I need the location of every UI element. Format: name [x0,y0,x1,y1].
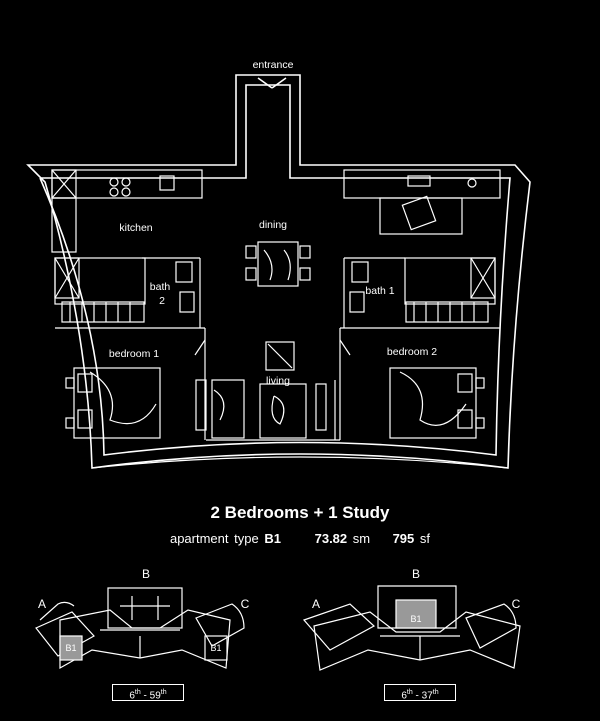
unit-details: apartment type B1 73.82 sm 795 sf [0,531,600,546]
label-living: living [266,375,290,387]
key-plan-2-floor-range: 6th - 37th [384,684,456,701]
key-plan-1-highlight-unit: B1 [65,643,76,653]
label-entrance: entrance [253,59,294,71]
key-plan-2-label-b: B [412,567,420,581]
key-plan-2-label-a: A [312,597,320,611]
bed-2 [389,367,477,439]
coffee-table [259,383,307,439]
key-plan-1-label-a: A [38,597,46,611]
entrance-door [257,77,287,89]
label-bedroom-2: bedroom 2 [387,346,437,358]
label-bath-1: bath 1 [365,285,394,297]
interior-wall-inner [39,84,511,456]
label-bedroom-1: bedroom 1 [109,348,159,360]
type-prefix: apartment type [169,531,259,546]
sofa [211,379,245,439]
key-plan-2-label-c: C [512,597,521,611]
type-code: B1 [264,531,281,546]
balcony [91,456,509,469]
label-dining: dining [259,219,287,231]
exterior-wall [26,74,531,469]
key-plan-1-label-b: B [142,567,150,581]
area-sm-value: 73.82 [314,531,348,546]
key-plan-2-highlight-unit: B1 [410,614,421,624]
area-sf-value: 795 [392,531,415,546]
dining-table [257,241,299,287]
area-sm-unit: sm [352,531,371,546]
area-sf-unit: sf [419,531,431,546]
key-plan-1-unit-c: B1 [210,643,221,653]
kitchen-counter [51,169,203,199]
bed-1 [73,367,161,439]
label-kitchen: kitchen [119,222,152,234]
key-plan-1-floor-range: 6th - 59th [112,684,184,701]
unit-title: 2 Bedrooms + 1 Study [210,503,390,522]
key-plan-1-label-c: C [241,597,250,611]
key-plan-1 [35,587,245,670]
study-counter [343,169,501,199]
label-bath-2-line2: 2 [159,295,165,307]
key-plan-2 [302,585,521,671]
label-bath-2-line1: bath [150,281,171,293]
armchair [265,341,295,371]
